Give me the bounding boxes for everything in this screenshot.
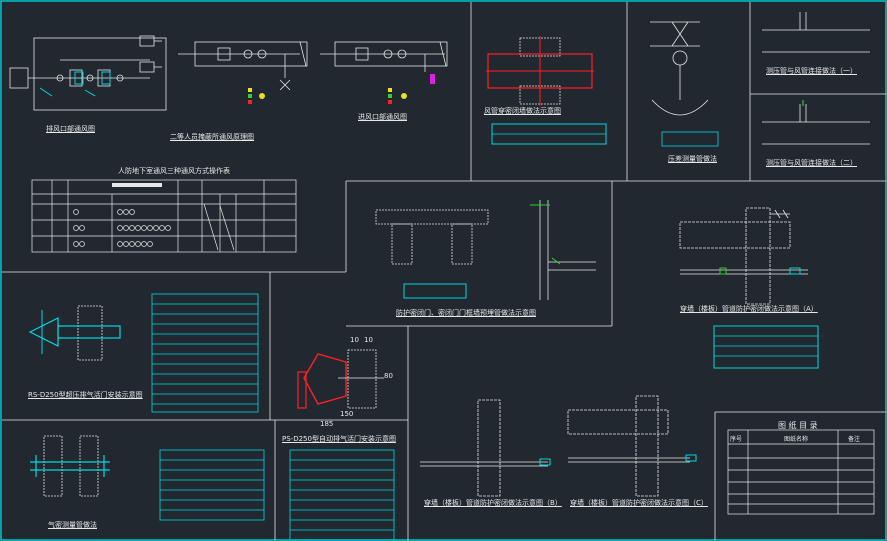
caption-wall-pipe-c: 穿墙（楼板）管道防护密闭做法示意图（C） <box>570 499 708 507</box>
caption-wall-pipe-a: 穿墙（楼板）管道防护密闭做法示意图（A） <box>680 305 818 313</box>
note-box-3 <box>289 449 395 541</box>
door-frame-cyan-box <box>403 283 467 299</box>
valve-group-b <box>388 74 435 104</box>
operation-table <box>31 179 297 253</box>
note-box-1 <box>151 293 259 413</box>
dim-c: 150 <box>340 410 354 418</box>
caption-airtight-pipe: 气密测量管做法 <box>48 521 97 529</box>
panel-ps-d250 <box>297 349 384 409</box>
caption-ps-d250: PS-D250型自动排气活门安装示意图 <box>282 435 396 443</box>
caption-door-frame: 防护密闭门、密闭门门框墙预埋管做法示意图 <box>396 309 536 317</box>
panel-gauge-duct <box>762 12 870 145</box>
operation-table-title: 人防地下室通风三种通风方式操作表 <box>118 167 230 175</box>
index-col-name: 图纸名称 <box>784 436 809 443</box>
valve-group-a <box>248 88 265 104</box>
panel-vent-principle <box>178 41 308 91</box>
panel-wall-pipe-bc <box>420 395 690 497</box>
caption-wall-pipe-b: 穿墙（楼板）管道防护密闭做法示意图（B） <box>424 499 562 507</box>
caption-duct-wall: 风管穿密闭墙做法示意图 <box>484 107 561 115</box>
panel-wall-pipe-a <box>679 207 808 305</box>
note-box-4 <box>714 335 818 357</box>
dim-d: 185 <box>320 420 334 428</box>
index-col-remark: 备注 <box>848 436 861 443</box>
caption-gauge-duct-2: 测压管与风管连接做法（二） <box>766 159 857 167</box>
panel-pressure-pipe <box>650 21 719 147</box>
table-symbol-rows <box>73 209 171 247</box>
panel-duct-wall <box>486 36 607 145</box>
caption-rs-d250: RS-D250型超压排气活门安装示意图 <box>28 391 143 399</box>
caption-exhaust-outlet: 排风口部通风图 <box>46 125 95 133</box>
door-frame-green <box>530 204 561 265</box>
panel-intake-outlet <box>320 41 448 72</box>
caption-gauge-duct-1: 测压管与风管连接做法（一） <box>766 67 857 75</box>
index-table-title: 图 纸 目 录 <box>778 421 818 430</box>
dim-a: 10 <box>350 336 359 344</box>
wall-pipe-a-tags <box>713 267 819 369</box>
panel-door-frame <box>375 200 596 300</box>
caption-vent-principle: 二等人员掩蔽所通风原理图 <box>170 133 254 141</box>
panel-exhaust-cyan <box>39 71 111 97</box>
dim-e: 80 <box>384 372 393 380</box>
note-box-2 <box>159 449 265 521</box>
caption-pressure-pipe: 压差测量管做法 <box>668 155 717 163</box>
drawing-index-table <box>727 429 875 515</box>
index-col-no: 序号 <box>730 436 743 443</box>
panel-rs-d250 <box>28 305 121 361</box>
caption-intake-outlet: 进风口部通风图 <box>358 113 407 121</box>
panel-exhaust-outlet <box>9 35 167 111</box>
wall-pipe-bc-tags <box>539 454 697 466</box>
panel-airtight-pipe <box>30 435 110 497</box>
table-header-bar <box>112 183 162 187</box>
dim-b: 10 <box>364 336 373 344</box>
